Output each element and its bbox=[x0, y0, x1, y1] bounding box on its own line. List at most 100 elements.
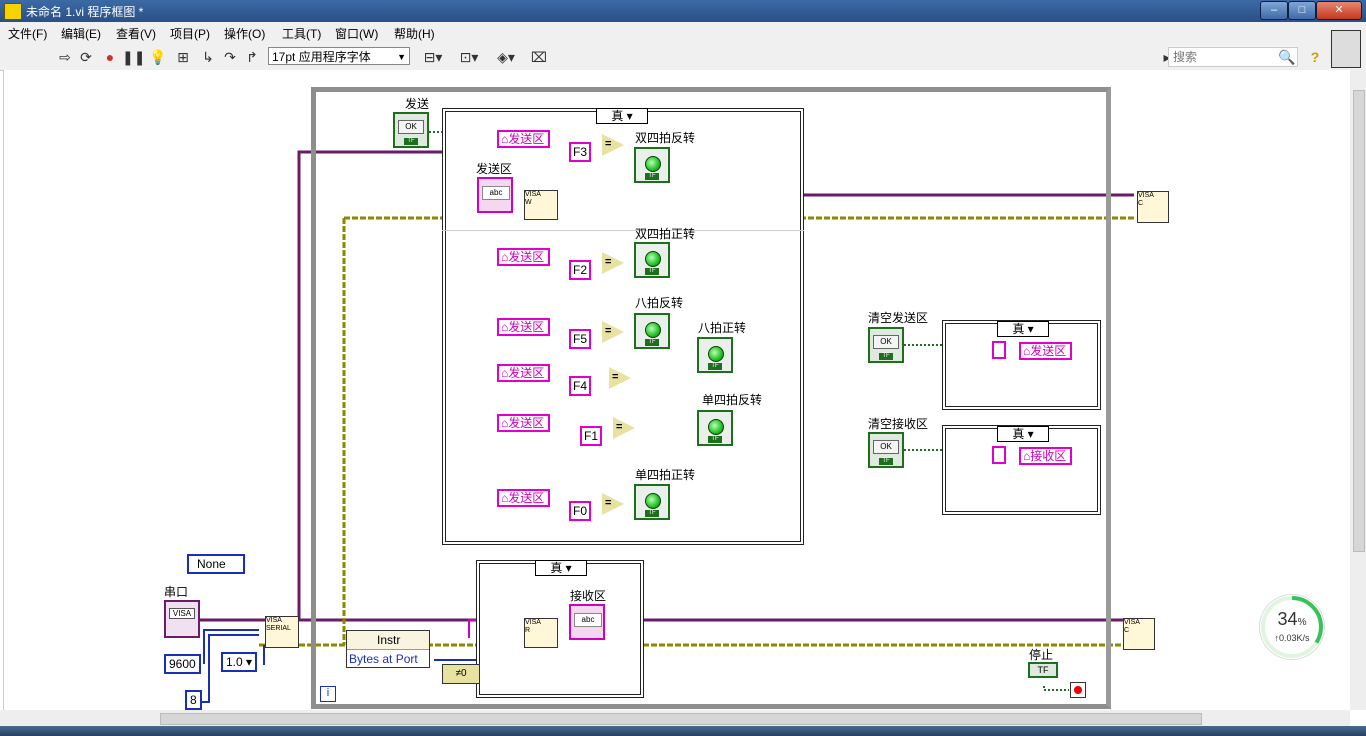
distribute-objects-icon[interactable]: ⊡▾ bbox=[459, 49, 479, 65]
string-const-f2[interactable]: F2 bbox=[569, 260, 591, 280]
vi-icon[interactable] bbox=[1331, 30, 1361, 68]
local-variable-recv-clear[interactable]: ⌂接收区 bbox=[1019, 447, 1073, 465]
menu-help[interactable]: 帮助(H) bbox=[394, 27, 435, 41]
labview-icon bbox=[4, 3, 22, 20]
reorder-icon[interactable]: ◈▾ bbox=[497, 49, 515, 65]
local-variable-send-1[interactable]: ⌂发送区 bbox=[497, 130, 551, 148]
vertical-scrollbar[interactable] bbox=[1350, 70, 1366, 710]
led-bulb bbox=[708, 346, 724, 362]
tf-text: TF bbox=[645, 268, 659, 275]
string-const-f1[interactable]: F1 bbox=[580, 426, 602, 446]
property-node[interactable]: Instr Bytes at Port bbox=[346, 630, 430, 668]
local-variable-send-6[interactable]: ⌂发送区 bbox=[497, 489, 551, 507]
string-const-f3[interactable]: F3 bbox=[569, 142, 591, 162]
menu-operate[interactable]: 操作(O) bbox=[224, 27, 266, 41]
clean-up-diagram-icon[interactable]: ⌧ bbox=[530, 49, 548, 65]
equal-icon[interactable] bbox=[602, 493, 624, 515]
step-over-icon[interactable]: ↷ bbox=[224, 49, 236, 65]
minimize-button[interactable]: – bbox=[1260, 1, 1288, 20]
menu-window[interactable]: 窗口(W) bbox=[335, 27, 379, 41]
local-variable-send-3[interactable]: ⌂发送区 bbox=[497, 318, 551, 336]
data-bits-const[interactable]: 8 bbox=[185, 690, 202, 710]
equal-icon[interactable] bbox=[602, 252, 624, 274]
align-objects-icon[interactable]: ⊟▾ bbox=[423, 49, 443, 65]
stop-label: 停止 bbox=[1029, 648, 1054, 662]
loop-condition-terminal[interactable] bbox=[1070, 682, 1086, 698]
highlight-execution-icon[interactable]: 💡 bbox=[149, 49, 167, 65]
menu-tools[interactable]: 工具(T) bbox=[282, 27, 322, 41]
case-selector[interactable]: 真 ▾ bbox=[596, 108, 648, 124]
c-text: C bbox=[1138, 200, 1144, 207]
equal-icon[interactable] bbox=[602, 321, 624, 343]
local-name: 发送区 bbox=[508, 416, 545, 430]
retain-wire-values-icon[interactable]: ⊞ bbox=[177, 49, 189, 65]
empty-string-const[interactable] bbox=[992, 446, 1006, 464]
string-const-f4[interactable]: F4 bbox=[569, 376, 591, 396]
chevron-down-icon: ▼ bbox=[397, 52, 406, 62]
tf-text: TF bbox=[708, 436, 722, 443]
run-icon[interactable]: ⇨ bbox=[59, 49, 71, 65]
iteration-terminal: i bbox=[320, 686, 336, 702]
equal-icon[interactable] bbox=[609, 367, 631, 389]
case-selector[interactable]: 真 ▾ bbox=[997, 426, 1049, 442]
led-bulb bbox=[645, 156, 661, 172]
local-variable-send-5[interactable]: ⌂发送区 bbox=[497, 414, 551, 432]
search-toggle-icon[interactable]: ▸ bbox=[1163, 49, 1171, 65]
led-label-1: 双四拍反转 bbox=[635, 131, 696, 145]
equal-icon[interactable] bbox=[613, 417, 635, 439]
flow-control-const[interactable]: None bbox=[187, 554, 245, 574]
menu-edit[interactable]: 编辑(E) bbox=[61, 27, 101, 41]
scrollbar-thumb[interactable] bbox=[1353, 90, 1365, 552]
baud-rate-const[interactable]: 9600 bbox=[164, 654, 201, 674]
send-area-terminal[interactable]: abc bbox=[477, 177, 513, 213]
menu-project[interactable]: 项目(P) bbox=[170, 27, 210, 41]
case-selector-value: 真 bbox=[550, 561, 563, 575]
while-loop[interactable] bbox=[311, 87, 1111, 709]
case-selector[interactable]: 真 ▾ bbox=[535, 560, 587, 576]
close-button[interactable]: ✕ bbox=[1316, 1, 1362, 20]
local-variable-send-4[interactable]: ⌂发送区 bbox=[497, 364, 551, 382]
search-icon[interactable]: 🔍 bbox=[1278, 49, 1296, 65]
string-const-f5[interactable]: F5 bbox=[569, 329, 591, 349]
scrollbar-thumb[interactable] bbox=[160, 713, 1202, 725]
font-select[interactable]: 17pt 应用程序字体▼ bbox=[268, 47, 410, 65]
local-variable-send-2[interactable]: ⌂发送区 bbox=[497, 248, 551, 266]
stop-button-terminal[interactable]: TF bbox=[1028, 662, 1058, 678]
local-variable-send-clear[interactable]: ⌂发送区 bbox=[1019, 342, 1073, 360]
case-selector[interactable]: 真 ▾ bbox=[997, 321, 1049, 337]
horizontal-scrollbar[interactable] bbox=[0, 710, 1350, 726]
menu-file[interactable]: 文件(F) bbox=[8, 27, 48, 41]
not-equal-zero-icon[interactable]: ≠0 bbox=[442, 664, 480, 684]
search-input[interactable]: 搜索 bbox=[1168, 47, 1298, 67]
send-area-label: 发送区 bbox=[476, 162, 513, 176]
maximize-button[interactable]: □ bbox=[1288, 1, 1316, 20]
pause-icon[interactable]: ❚❚ bbox=[122, 49, 146, 65]
help-icon[interactable]: ? bbox=[1310, 49, 1320, 65]
eq-text: = bbox=[605, 325, 612, 337]
empty-string-const[interactable] bbox=[992, 341, 1006, 359]
serial-port-terminal[interactable]: VISA bbox=[164, 600, 200, 638]
serial-port-label: 串口 bbox=[164, 585, 189, 599]
step-out-icon[interactable]: ↱ bbox=[246, 49, 258, 65]
abort-icon[interactable]: ● bbox=[105, 49, 115, 65]
menu-view[interactable]: 查看(V) bbox=[116, 27, 156, 41]
led-label-3: 八拍反转 bbox=[635, 296, 684, 310]
string-const-f0[interactable]: F0 bbox=[569, 501, 591, 521]
serial-text: SERIAL bbox=[266, 625, 291, 632]
run-continuously-icon[interactable]: ⟳ bbox=[80, 49, 92, 65]
recv-area-terminal[interactable]: abc bbox=[569, 604, 605, 640]
step-into-icon[interactable]: ↳ bbox=[202, 49, 214, 65]
equal-icon[interactable] bbox=[602, 134, 624, 156]
timeout-const[interactable]: 1.0 ▾ bbox=[221, 652, 258, 672]
receive-case-structure[interactable] bbox=[476, 560, 644, 698]
clear-send-label: 清空发送区 bbox=[868, 311, 929, 325]
